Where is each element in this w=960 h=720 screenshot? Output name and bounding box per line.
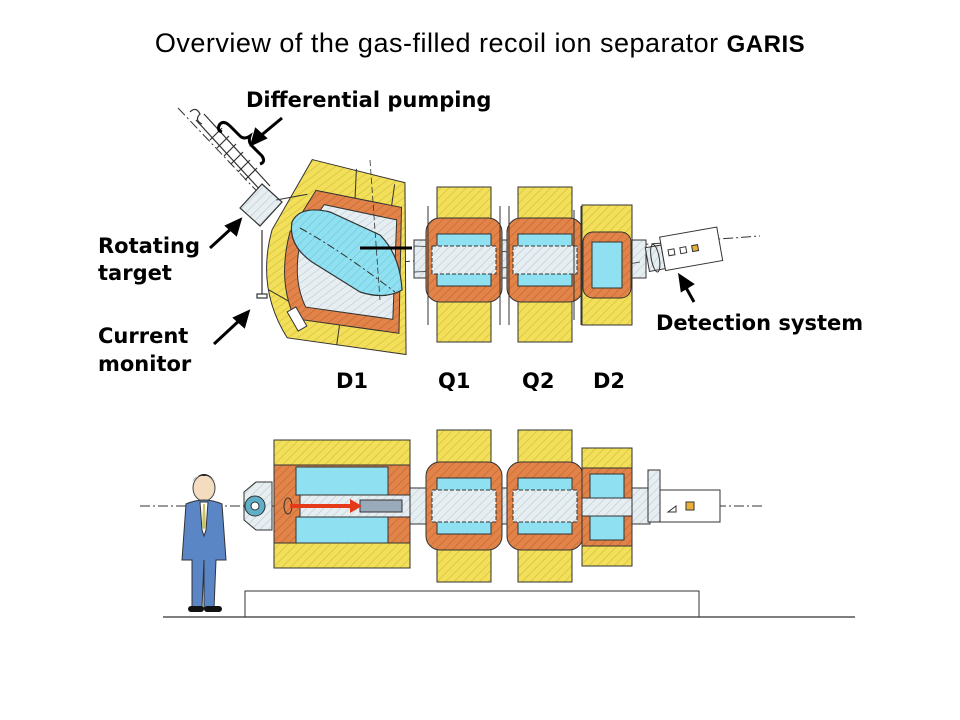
q1-quadrupole-top: [425, 186, 503, 343]
detection-system-side: [647, 469, 721, 523]
label-current-monitor-2: monitor: [98, 352, 192, 376]
d2-dipole-top: [573, 204, 633, 326]
d1-vacuum-chamber: [290, 209, 403, 297]
platform: [244, 590, 700, 618]
label-differential-pumping: Differential pumping: [246, 88, 492, 112]
page-title: Overview of the gas-filled recoil ion se…: [0, 28, 960, 59]
label-d1: D1: [336, 369, 369, 393]
label-q2: Q2: [522, 369, 555, 393]
rotating-target-side: [243, 481, 293, 531]
rotating-target-housing: [239, 183, 283, 299]
label-detection-system: Detection system: [656, 311, 864, 335]
person-scale-figure: [181, 474, 227, 612]
top-view: [177, 107, 761, 356]
label-d2: D2: [593, 369, 626, 393]
q1-quadrupole-side: [425, 429, 503, 583]
q2-quadrupole-side: [506, 429, 584, 583]
title-acronym: GARIS: [726, 31, 806, 58]
label-rotating-target-2: target: [98, 261, 172, 285]
q2-quadrupole-top: [506, 186, 584, 343]
side-view: [140, 429, 855, 618]
annotation-arrows: [208, 116, 696, 346]
detection-system-top: [644, 226, 724, 273]
label-rotating-target-1: Rotating: [98, 234, 201, 258]
d2-dipole-side: [581, 447, 633, 567]
label-current-monitor-1: Current: [98, 324, 189, 348]
beam-axis-incoming: [177, 107, 271, 206]
title-main: Overview of the gas-filled recoil ion se…: [154, 28, 719, 58]
pumping-brace: [216, 120, 266, 166]
label-q1: Q1: [438, 369, 471, 393]
